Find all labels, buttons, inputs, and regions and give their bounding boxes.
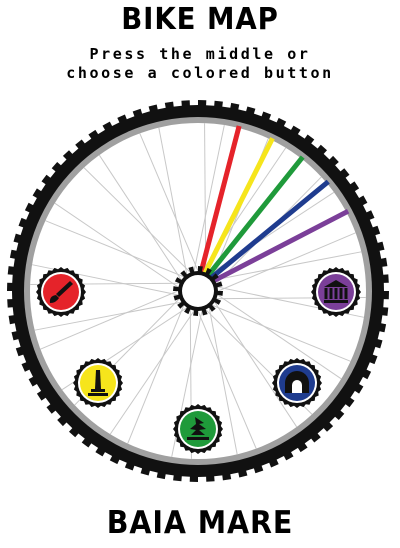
spoke	[207, 300, 238, 455]
spoke	[54, 202, 185, 292]
mining-button[interactable]	[272, 358, 322, 408]
spoke	[127, 298, 187, 444]
color-ray-blue[interactable]	[204, 179, 330, 285]
spoke	[139, 133, 202, 278]
color-ray-red[interactable]	[196, 125, 242, 280]
monument-button[interactable]	[73, 358, 123, 408]
poi-buttons	[36, 267, 361, 454]
spoke	[109, 304, 199, 435]
color-rays	[196, 125, 350, 287]
tree-icon	[187, 417, 209, 440]
instruction-line-1: Press the middle or	[89, 45, 311, 63]
museum-icon	[324, 280, 348, 303]
spoke	[207, 251, 362, 282]
spoke	[205, 302, 351, 362]
nature-button[interactable]	[173, 404, 223, 454]
museum-button[interactable]	[311, 267, 361, 317]
city-name: BAIA MARE	[106, 505, 294, 541]
monument-icon	[88, 370, 108, 396]
spokes	[30, 123, 366, 459]
paintbrush-icon	[49, 281, 73, 303]
spoke	[34, 300, 189, 331]
hub-center[interactable]	[182, 275, 214, 307]
instruction-line-2: choose a colored button	[66, 64, 334, 82]
spoke	[211, 232, 356, 295]
spoke	[83, 167, 196, 278]
spoke	[211, 290, 342, 380]
spoke	[158, 127, 189, 282]
color-ray-yellow[interactable]	[199, 137, 275, 281]
spoke	[98, 154, 186, 286]
color-ray-green[interactable]	[202, 155, 305, 283]
spoke	[210, 296, 298, 428]
color-ray-purple[interactable]	[206, 208, 350, 287]
hub-center-button[interactable]	[173, 266, 223, 316]
spoke	[192, 124, 225, 279]
art-button[interactable]	[36, 267, 86, 317]
spoke	[194, 304, 257, 449]
page-title: BIKE MAP	[121, 2, 279, 37]
mine-tunnel-icon	[285, 371, 309, 393]
spoke	[45, 220, 191, 280]
spoke	[40, 287, 185, 350]
